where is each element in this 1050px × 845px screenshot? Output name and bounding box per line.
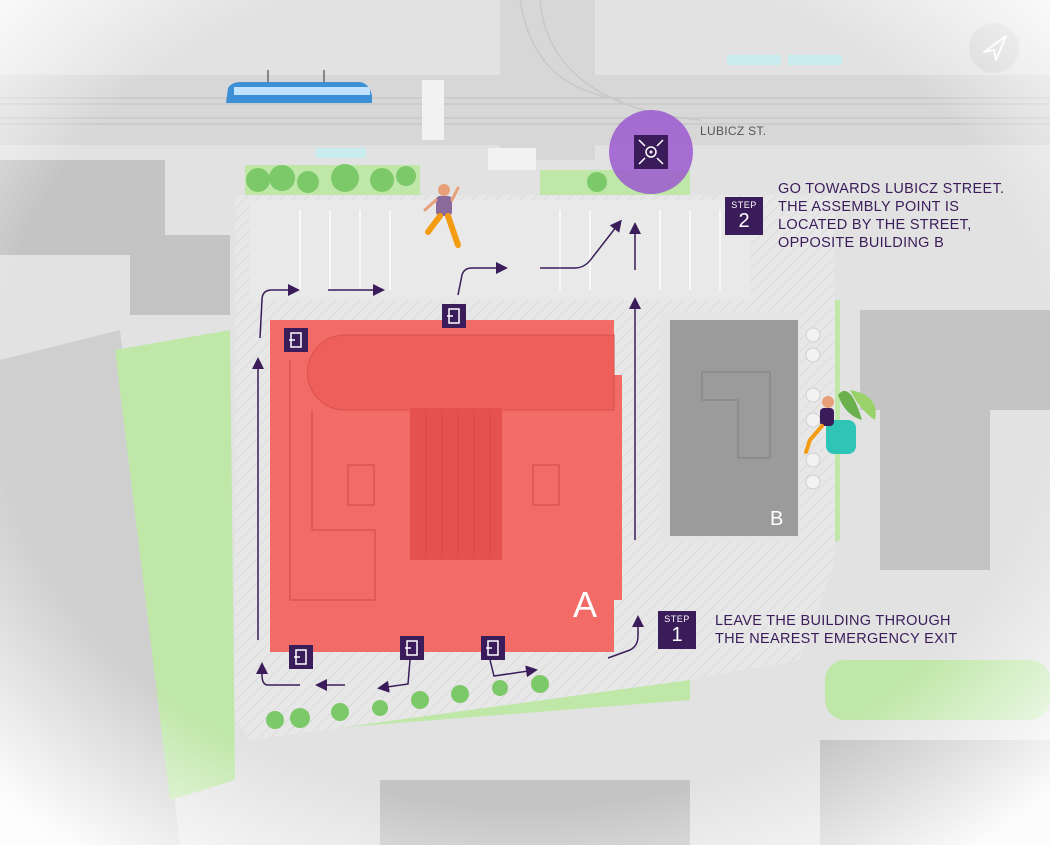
building-a-atrium <box>410 408 502 560</box>
step-2-number: 2 <box>738 210 750 232</box>
building-b <box>670 320 798 536</box>
compass-arrow-icon <box>969 23 1019 73</box>
assembly-point-icon <box>609 110 693 194</box>
step-1-line: LEAVE THE BUILDING THROUGH <box>715 613 951 629</box>
step-1-badge: STEP 1 <box>658 611 696 649</box>
emergency-exit-icon <box>284 328 308 352</box>
street-label: LUBICZ ST. <box>700 124 767 138</box>
step-2-line: OPPOSITE BUILDING B <box>778 235 945 251</box>
tram-stop <box>727 55 781 65</box>
bus-stop <box>316 148 366 158</box>
step-2-line: THE ASSEMBLY POINT IS <box>778 199 960 215</box>
emergency-exit-icon <box>289 645 313 669</box>
step-1-line: THE NEAREST EMERGENCY EXIT <box>715 631 958 647</box>
step-2-badge: STEP 2 <box>725 197 763 235</box>
step-1-number: 1 <box>671 624 683 646</box>
tram-stop-2 <box>788 55 842 65</box>
emergency-exit-icon <box>442 304 466 328</box>
cross-road <box>500 0 595 160</box>
step-2-line: LOCATED BY THE STREET, <box>778 217 972 233</box>
emergency-exit-icon <box>400 636 424 660</box>
step-2-word: STEP <box>731 200 757 210</box>
step-2-line: GO TOWARDS LUBICZ STREET. <box>778 181 1005 197</box>
step-1-instructions: LEAVE THE BUILDING THROUGH THE NEAREST E… <box>715 612 958 648</box>
emergency-exit-icon <box>481 636 505 660</box>
step-1-word: STEP <box>664 614 690 624</box>
building-a-wing <box>307 334 615 411</box>
step-2-instructions: GO TOWARDS LUBICZ STREET. THE ASSEMBLY P… <box>778 180 1004 252</box>
building-b-label: B <box>770 508 783 530</box>
parking-lot <box>250 200 750 300</box>
building-a-label: A <box>573 584 597 625</box>
